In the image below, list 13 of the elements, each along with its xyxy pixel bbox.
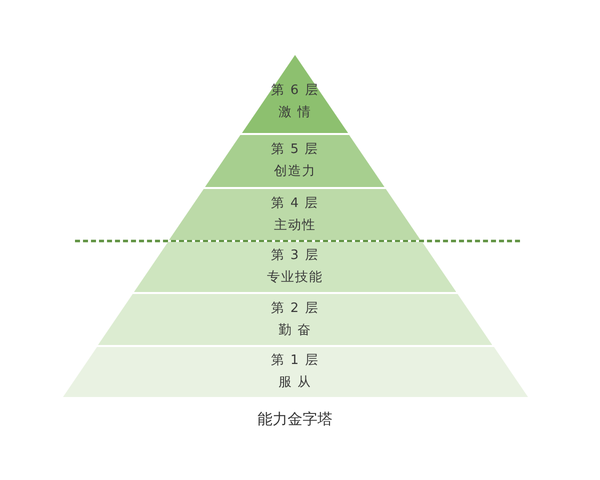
- layer-number: 第 6 层: [271, 82, 319, 100]
- layer-name: 创造力: [274, 163, 316, 181]
- layer-name: 勤 奋: [278, 322, 312, 340]
- layer-number: 第 1 层: [271, 352, 319, 370]
- layer-name: 服 从: [278, 374, 312, 392]
- layer-number: 第 4 层: [271, 194, 319, 212]
- layer-number: 第 5 层: [271, 141, 319, 159]
- layer-name: 专业技能: [266, 269, 323, 287]
- layer-number: 第 2 层: [271, 300, 319, 318]
- layer-name: 激 情: [278, 104, 312, 122]
- caption: 能力金字塔: [256, 410, 334, 429]
- layer-name: 主动性: [274, 216, 316, 234]
- layer-number: 第 3 层: [271, 247, 319, 265]
